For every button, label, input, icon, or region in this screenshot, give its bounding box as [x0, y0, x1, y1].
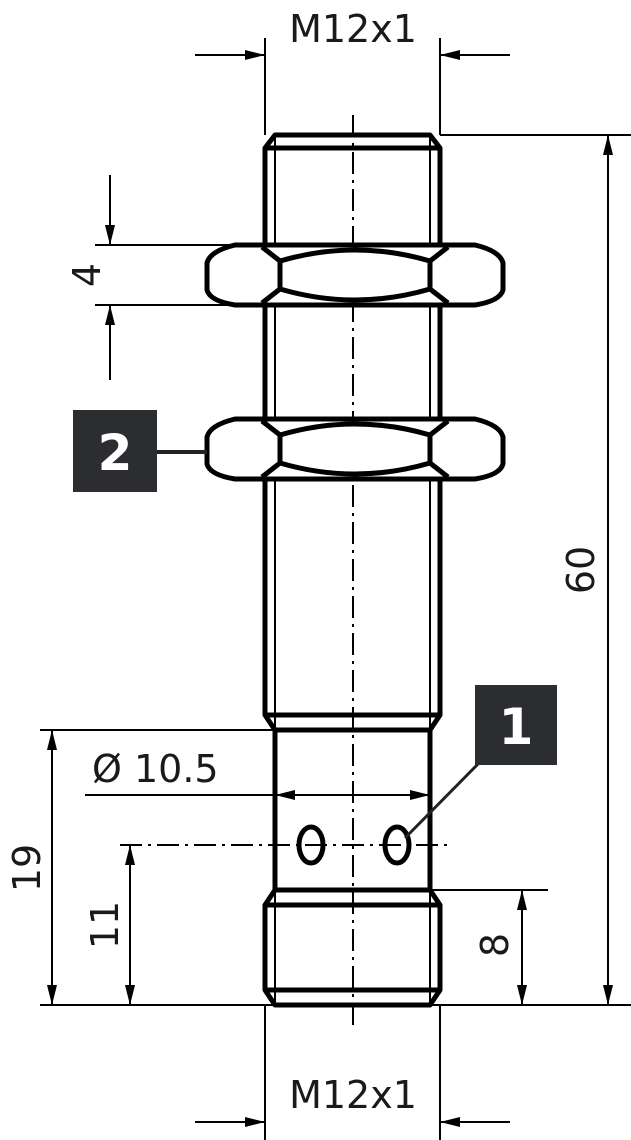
nut-upper	[204, 242, 506, 308]
callout-1: 1	[403, 685, 557, 840]
dim-hole-height: 11	[83, 845, 135, 1005]
hole-right	[382, 824, 412, 866]
callout-label: 1	[499, 698, 534, 756]
dim-label: M12x1	[289, 7, 417, 51]
dim-total-length: 60	[40, 134, 631, 1006]
dim-thread-bottom: M12x1	[195, 1005, 510, 1140]
callout-2: 2	[73, 410, 207, 492]
nut-lower	[204, 416, 506, 482]
callout-label: 2	[98, 424, 133, 482]
dim-bottom-thread: 8	[430, 889, 548, 1005]
dim-label: 19	[5, 844, 49, 892]
hole-left	[296, 824, 326, 866]
dim-label: 8	[473, 933, 517, 957]
dim-nut-thickness: 4	[65, 175, 265, 380]
dim-unthreaded: 19	[5, 729, 275, 1005]
dim-diameter: Ø 10.5	[85, 747, 430, 800]
dim-label: 60	[559, 546, 603, 594]
dim-label: Ø 10.5	[92, 747, 219, 791]
dim-label: 4	[65, 263, 109, 287]
dim-label: M12x1	[289, 1073, 417, 1117]
dim-label: 11	[83, 901, 127, 949]
dim-thread-top: M12x1	[195, 7, 510, 135]
